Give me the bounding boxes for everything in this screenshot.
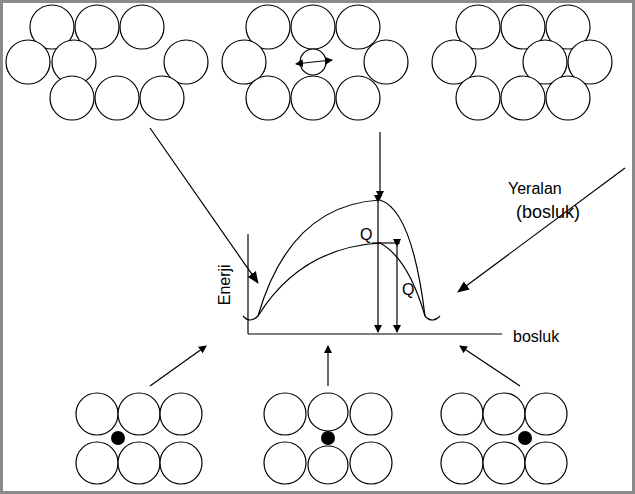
energy-symbol: Q [360,226,372,244]
energy-symbol: Q [402,281,414,299]
axis-label: bosluk [513,328,559,346]
site-label: Yeralan [508,180,562,198]
axis-label: Enerji [215,265,233,306]
site-label: (bosluk) [516,203,580,223]
